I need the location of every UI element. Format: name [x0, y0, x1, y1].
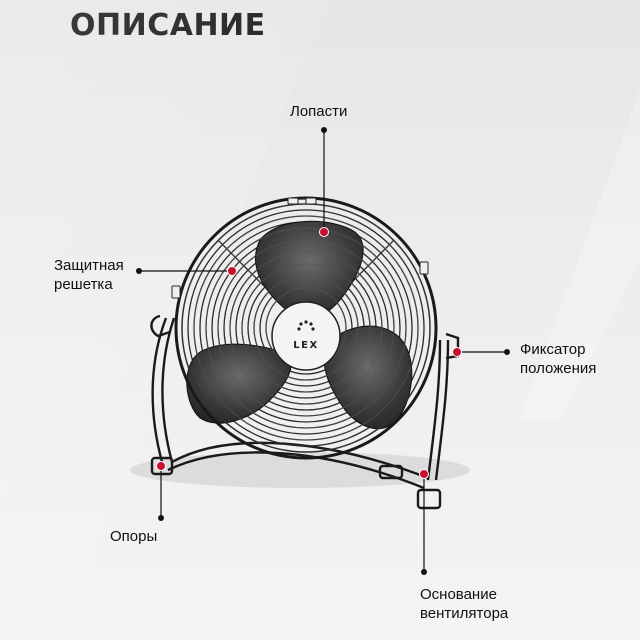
marker-base [419, 469, 429, 479]
blade-left [186, 343, 292, 424]
label-feet-text: Опоры [110, 528, 158, 545]
label-base-line2: вентилятора [420, 605, 509, 622]
rim-clips [171, 197, 429, 299]
fan-stand [150, 314, 460, 510]
fan-guard-front [193, 215, 419, 441]
part-markers [156, 227, 462, 479]
label-base-line1: Основание [420, 586, 497, 603]
marker-blades [319, 227, 329, 237]
guard-ring [187, 209, 425, 447]
lex-logo-icon [297, 320, 315, 331]
guard-ring-front [241, 263, 371, 393]
callout-dots [136, 127, 510, 575]
label-guard-line2: решетка [54, 276, 113, 293]
label-blades-text: Лопасти [290, 103, 348, 120]
guard-ring-front [193, 215, 419, 441]
guard-ring-front [205, 227, 407, 429]
guard-ring-front [229, 251, 383, 405]
brand-logo-text: LEX [293, 340, 318, 351]
guard-ring-front [253, 275, 359, 381]
callout-lines [139, 130, 507, 572]
label-lock-line2: положения [520, 360, 597, 377]
label-blades: Лопасти [290, 102, 347, 121]
marker-lock [452, 347, 462, 357]
label-lock-line1: Фиксатор [520, 341, 586, 358]
label-guard: Защитная решетка [54, 256, 124, 294]
label-base: Основание вентилятора [420, 585, 508, 623]
label-guard-line1: Защитная [54, 257, 124, 274]
marker-guard [227, 266, 237, 276]
fan-hub: LEX [271, 301, 341, 371]
guard-ring-front [217, 239, 395, 417]
marker-feet [156, 461, 166, 471]
label-feet: Опоры [110, 527, 157, 546]
label-lock: Фиксатор положения [520, 340, 596, 378]
